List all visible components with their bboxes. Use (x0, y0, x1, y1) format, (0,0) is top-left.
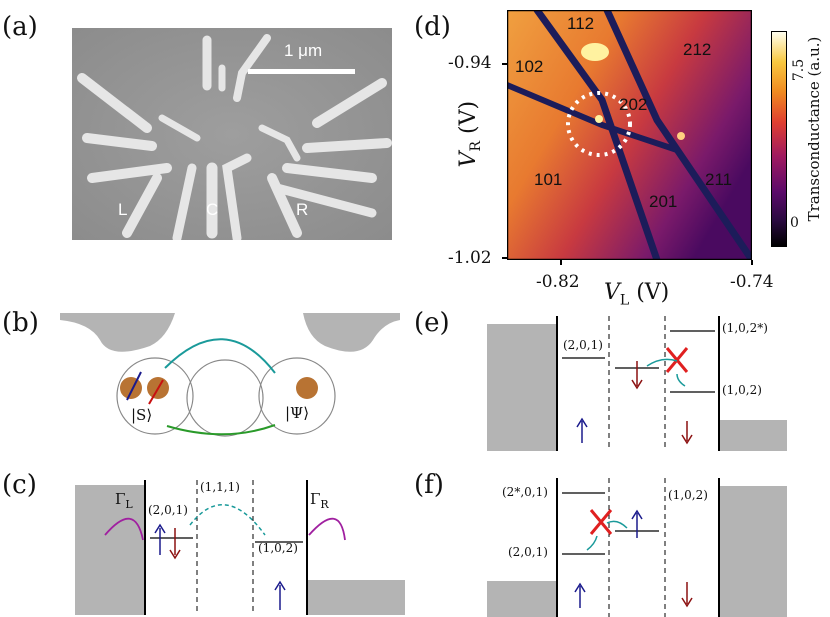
left-reservoir (75, 485, 145, 615)
right-reservoir (307, 580, 405, 615)
region-label-101: 101 (534, 170, 563, 189)
right-electrode (303, 313, 400, 352)
panel-label-a: (a) (2, 12, 38, 42)
diagram-f (487, 478, 787, 617)
state-111-c: (1,1,1) (200, 480, 240, 494)
hotspot-top (581, 43, 609, 61)
state-201-f: (2,0,1) (508, 545, 548, 559)
state-2s01-f: (2*,0,1) (502, 485, 548, 499)
diagram-b (60, 313, 400, 437)
panel-label-b: (b) (2, 308, 39, 338)
gate-label-left: L (118, 200, 128, 219)
diagram-c (75, 480, 405, 615)
electron-3 (296, 377, 318, 399)
region-label-202: 202 (619, 95, 648, 114)
hotspot-right (677, 132, 685, 140)
transition-line-right (603, 6, 756, 264)
charge-stability-heatmap: 112 102 212 202 101 201 211 (504, 6, 756, 264)
gamma-r-label: ΓR (310, 490, 329, 511)
region-label-211: 211 (705, 170, 733, 189)
sem-gate-pattern (72, 28, 392, 240)
singlet-label: |S⟩ (131, 406, 153, 424)
region-label-102: 102 (515, 57, 544, 76)
heatmap-svg (504, 6, 756, 264)
scale-bar-label: 1 μm (284, 41, 323, 60)
region-label-112: 112 (567, 14, 595, 33)
transition-line-left (533, 6, 661, 264)
return-arrow-green (166, 424, 276, 436)
state-102-f: (1,0,2) (668, 488, 708, 502)
panel-label-e: (e) (414, 308, 450, 338)
colorbar-label: Transconductance (a.u.) (805, 36, 823, 222)
panel-label-c: (c) (2, 470, 37, 500)
transition-line-middle (504, 82, 680, 153)
psi-label: |Ψ⟩ (285, 404, 310, 422)
diagram-e (487, 316, 787, 451)
x-axis-label: VL (V) (604, 280, 670, 309)
triple-point-circle (566, 91, 632, 157)
sem-micrograph: 1 μm L C R (72, 28, 392, 240)
hop-arrow-teal (164, 338, 276, 374)
ytick-bottom: -1.02 (448, 248, 492, 268)
dot-right (258, 357, 336, 435)
state-201-e: (2,0,1) (563, 338, 603, 352)
left-electrode (60, 313, 175, 352)
ytick-top: -0.94 (448, 53, 492, 73)
dot-center (186, 359, 264, 437)
state-102-e: (1,0,2) (722, 383, 762, 397)
y-axis-label: VR (V) (455, 100, 485, 168)
electron-1 (120, 377, 142, 399)
colorbar-tick-0: 0 (790, 215, 799, 231)
gate-label-right: R (296, 200, 309, 219)
state-201-c: (2,0,1) (148, 503, 188, 517)
panel-label-d: (d) (414, 12, 451, 42)
xtick-left: -0.82 (536, 272, 580, 292)
colorbar (771, 31, 787, 247)
state-102s-e: (1,0,2*) (722, 321, 768, 335)
gamma-l-label: ΓL (115, 490, 133, 511)
region-label-201: 201 (649, 192, 678, 211)
region-label-212: 212 (683, 40, 712, 59)
hotspot-center (595, 115, 603, 123)
spin-down-arrow (148, 379, 164, 405)
dot-left (116, 357, 194, 435)
panel-label-f: (f) (414, 470, 444, 500)
state-102-c: (1,0,2) (258, 541, 298, 555)
gate-label-center: C (206, 200, 219, 219)
spin-up-arrow (126, 371, 142, 401)
xtick-right: -0.74 (730, 272, 774, 292)
